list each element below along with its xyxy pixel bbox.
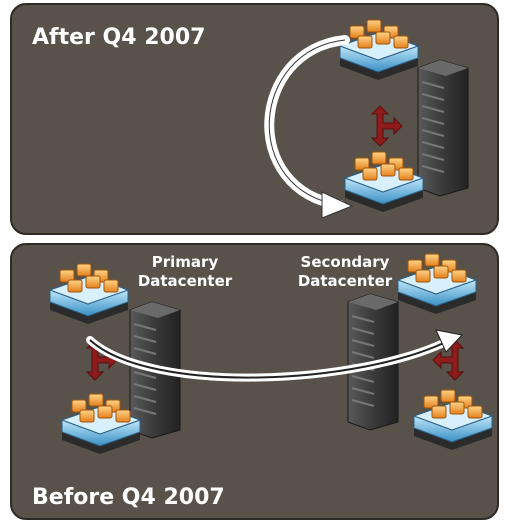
esx-host-icon (413, 389, 493, 451)
top-diagram (264, 19, 469, 219)
white-curved-arrow-icon (264, 35, 350, 210)
bottom-diagram (49, 253, 493, 455)
esx-host-icon (61, 393, 141, 455)
red-cross-arrow-icon (371, 105, 403, 147)
esx-host-icon (397, 253, 477, 315)
esx-host-icon (344, 151, 424, 213)
esx-host-icon (49, 263, 129, 325)
server-rack-icon (417, 59, 469, 197)
esx-host-icon (339, 19, 419, 81)
